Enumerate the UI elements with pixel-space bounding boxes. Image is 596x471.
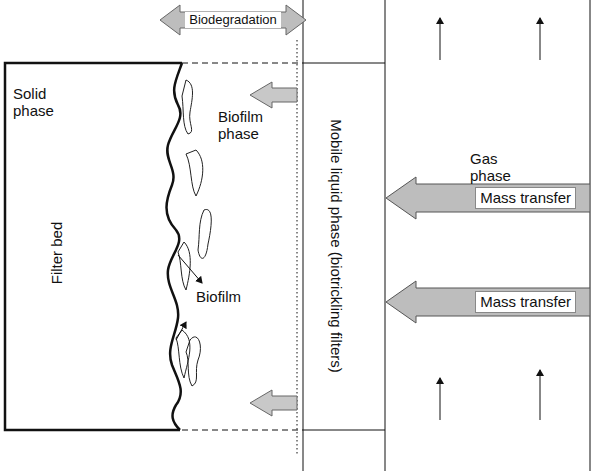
filter-bed-outline: [5, 63, 182, 430]
phase-label: Solid phase: [13, 85, 73, 120]
bed-label: Filter bed: [48, 222, 65, 285]
phase-label: Mobile liquid phase (biotrickling filter…: [327, 117, 344, 374]
filter-bed: Solid phaseFilter bed: [5, 63, 180, 430]
biofilm-interface: [167, 63, 183, 430]
phase-label: Biofilm phase: [218, 108, 288, 143]
transfer-label: Mass transfer: [475, 291, 576, 312]
biofilm-label: Biofilm: [196, 288, 241, 305]
phase-label: Gas phase: [470, 150, 530, 185]
mass-transfer-arrow: Mass transfer: [386, 280, 590, 324]
biodegradation-arrow: Biodegradation: [160, 4, 306, 36]
process-label: Biodegradation: [185, 12, 280, 29]
transfer-label: Mass transfer: [475, 187, 576, 208]
